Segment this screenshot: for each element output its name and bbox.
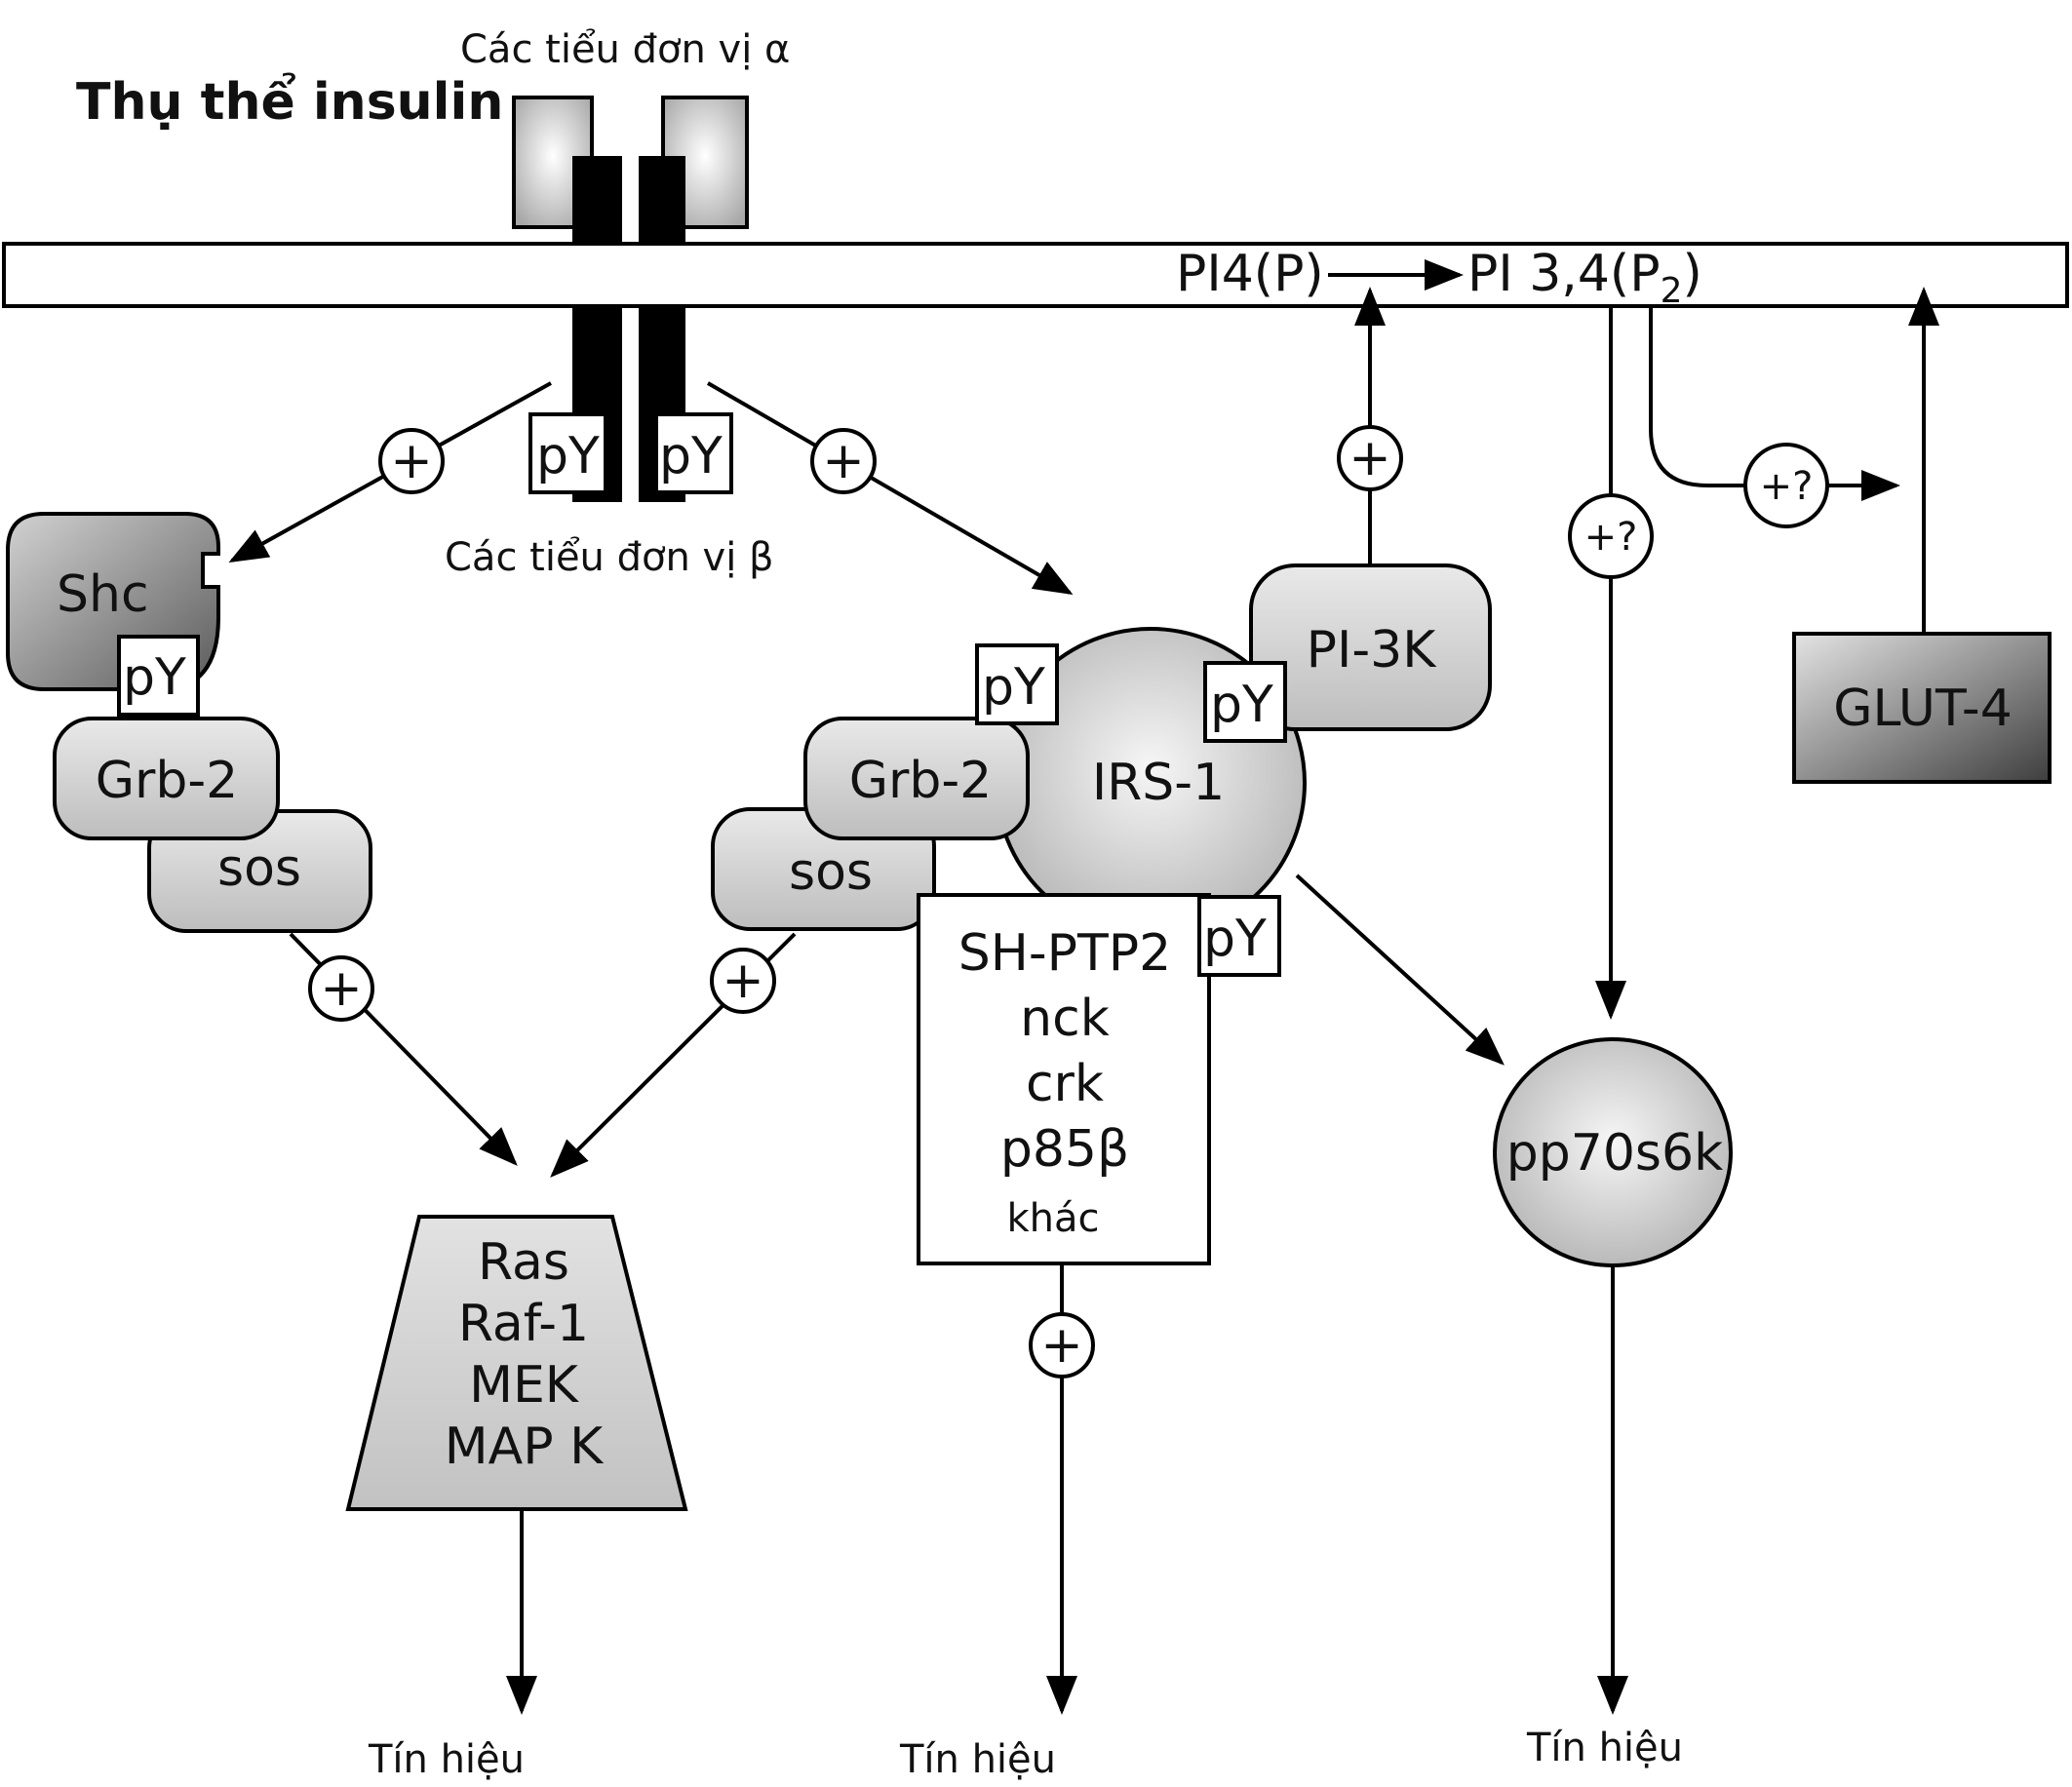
adaptor-proteins-box [917, 893, 1211, 1265]
cascade-raf1: Raf-1 [458, 1295, 589, 1353]
pi34p2-label: PI 3,4(P2) [1467, 245, 1702, 311]
signal-label-middle: Tín hiệu [899, 1737, 1056, 1782]
grb2-right-label: Grb-2 [849, 752, 993, 810]
py-text-beta-right: pY [659, 427, 723, 486]
glut4-protein [1792, 632, 2052, 784]
py-text-shc: pY [123, 648, 186, 707]
pi4p-label: PI4(P) [1176, 245, 1324, 303]
plus-circle-sos-right [710, 948, 776, 1014]
cascade-ras: Ras [478, 1233, 569, 1292]
diagram-title: Thụ thể insulin [76, 72, 503, 132]
mapk-cascade [345, 1215, 688, 1511]
grb2-right [803, 717, 1030, 840]
pip2-to-glut4-arrow [1649, 308, 1900, 501]
plus-q-circle-pp70 [1568, 493, 1654, 579]
adaptor-p85beta: p85β [1000, 1120, 1129, 1179]
py-text-irs1-top: pY [982, 658, 1045, 717]
cascade-mek: MEK [469, 1356, 580, 1415]
plus-text-receptor-shc: + [390, 432, 433, 490]
py-badge-irs1-top [975, 643, 1059, 725]
py-badge-beta-left [528, 412, 607, 494]
grb2-left-label: Grb-2 [96, 752, 239, 810]
py-badge-shc [117, 635, 200, 717]
irs1-label: IRS-1 [1092, 754, 1225, 812]
plus-text-sos-left: + [320, 959, 363, 1018]
signal-label-right: Tín hiệu [1526, 1726, 1683, 1770]
signal-label-left: Tín hiệu [368, 1737, 525, 1782]
plus-q-text-glut4: +? [1760, 464, 1814, 509]
plus-circle-sos-left [308, 955, 374, 1022]
shc-label: Shc [57, 565, 149, 624]
plus-text-adaptor: + [1040, 1316, 1083, 1375]
sos-left-label: sos [217, 839, 301, 898]
alpha-subunits-label: Các tiểu đơn vị α [460, 27, 790, 72]
receptor-to-irs1-arrow [706, 381, 1074, 596]
plus-text-pi3k: + [1349, 429, 1391, 487]
adaptor-crk: crk [1026, 1055, 1104, 1113]
py-text-pi3k: pY [1210, 676, 1273, 734]
beta-subunits-label: Các tiểu đơn vị β [445, 535, 774, 580]
cell-membrane [2, 242, 2069, 308]
plus-text-sos-right: + [722, 952, 764, 1010]
plus-q-circle-glut4 [1743, 443, 1829, 528]
irs1-to-pp70-arrow [1295, 874, 1505, 1066]
pp70s6k-label: pp70s6k [1506, 1124, 1723, 1183]
plus-q-text-pp70: +? [1584, 515, 1638, 560]
py-text-adaptor: pY [1203, 910, 1267, 968]
glut4-label: GLUT-4 [1833, 680, 2013, 738]
adaptor-nck: nck [1020, 990, 1110, 1048]
plus-text-receptor-irs1: + [822, 432, 865, 490]
sos-right-label: sos [789, 843, 873, 902]
py-text-beta-left: pY [536, 427, 600, 486]
py-badge-adaptor [1197, 895, 1281, 977]
adaptor-sh-ptp2: SH-PTP2 [958, 924, 1171, 983]
plus-circle-adaptor [1029, 1312, 1095, 1379]
grb2-left [53, 717, 280, 840]
plus-circle-receptor-shc [378, 428, 445, 494]
py-badge-beta-right [654, 412, 733, 494]
plus-circle-pi3k [1337, 425, 1403, 491]
cascade-mapk: MAP K [445, 1418, 605, 1476]
plus-circle-receptor-irs1 [810, 428, 877, 494]
adaptor-others: khác [1006, 1196, 1099, 1241]
py-badge-pi3k [1203, 661, 1287, 743]
pi3k-label: PI-3K [1307, 621, 1438, 680]
